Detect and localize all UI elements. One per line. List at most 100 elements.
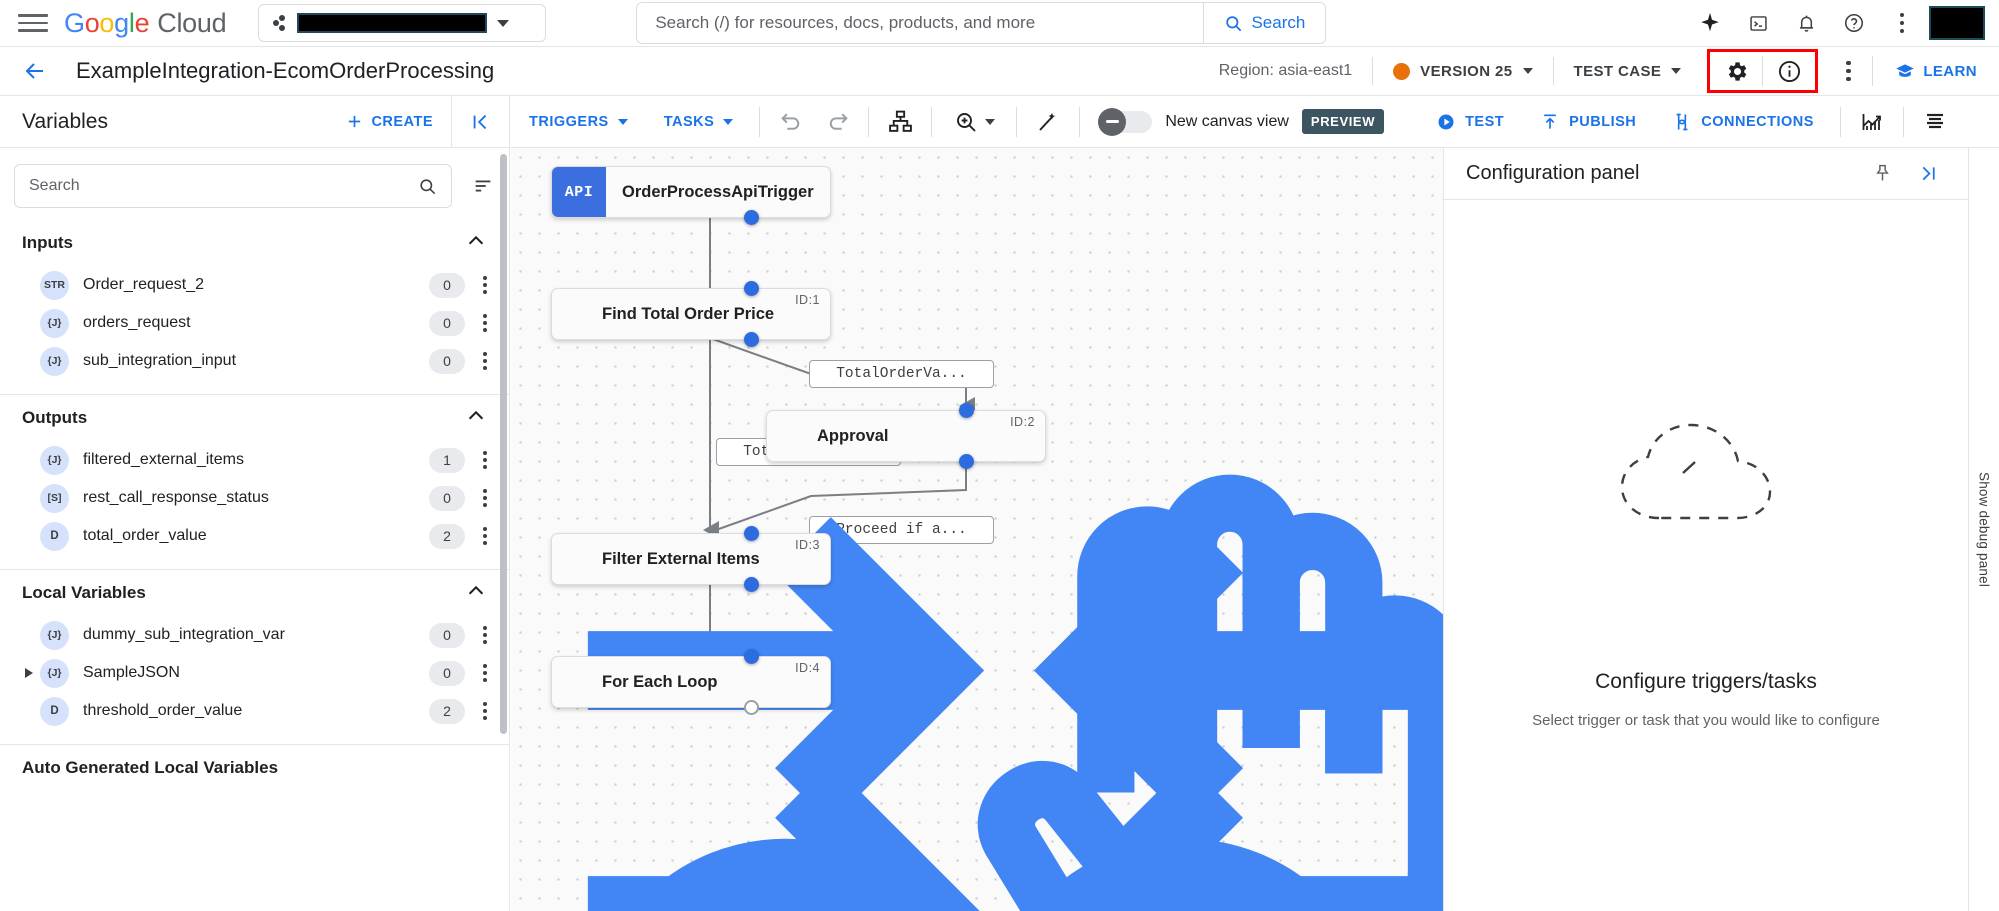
test-button[interactable]: TEST xyxy=(1418,96,1522,147)
top-navigation-bar: Google Cloud Search xyxy=(0,0,1999,47)
search-icon xyxy=(420,178,436,194)
gemini-sparkle-icon[interactable] xyxy=(1689,2,1731,44)
publish-button[interactable]: PUBLISH xyxy=(1522,96,1654,147)
chevron-down-icon xyxy=(984,118,995,125)
chevron-up-icon[interactable] xyxy=(465,230,487,257)
notifications-bell-icon[interactable] xyxy=(1785,2,1827,44)
node-label: OrderProcessApiTrigger xyxy=(622,182,814,201)
row-more-vert-icon[interactable] xyxy=(477,660,493,686)
triggers-dropdown[interactable]: TRIGGERS xyxy=(511,96,646,147)
row-more-vert-icon[interactable] xyxy=(477,523,493,549)
chevron-up-icon[interactable] xyxy=(465,580,487,607)
canvas-node-for-each-loop[interactable]: For Each Loop ID:4 xyxy=(551,649,1339,911)
node-output-port[interactable] xyxy=(744,210,759,225)
connections-button[interactable]: CONNECTIONS xyxy=(1654,96,1832,147)
section-header[interactable]: Auto Generated Local Variables xyxy=(0,745,509,791)
create-variable-button[interactable]: CREATE xyxy=(346,113,433,130)
row-more-vert-icon[interactable] xyxy=(477,348,493,374)
variable-type-badge: [S] xyxy=(40,483,69,513)
node-input-port[interactable] xyxy=(744,526,759,541)
variable-row[interactable]: {J} dummy_sub_integration_var 0 xyxy=(0,616,509,654)
divider xyxy=(1552,57,1554,85)
new-canvas-view-toggle[interactable] xyxy=(1098,107,1153,136)
canvas-node-filter-external-items[interactable]: Filter External Items ID:3 xyxy=(551,526,1443,911)
row-more-vert-icon[interactable] xyxy=(477,698,493,724)
node-input-port[interactable] xyxy=(744,649,759,664)
page-more-vert-icon[interactable] xyxy=(1824,51,1872,91)
integration-canvas[interactable]: TotalOrderVa... TotalOrderVa... Proceed … xyxy=(511,148,1443,911)
sort-icon[interactable] xyxy=(466,175,500,197)
variable-count: 2 xyxy=(429,523,465,549)
section-title: Inputs xyxy=(22,233,73,252)
variable-name: total_order_value xyxy=(83,527,207,544)
node-output-port[interactable] xyxy=(744,700,759,715)
pin-icon[interactable] xyxy=(1864,154,1900,194)
variable-row[interactable]: STR Order_request_2 0 xyxy=(0,266,509,304)
auto-layout-icon[interactable] xyxy=(877,102,923,142)
show-debug-panel-rail[interactable]: Show debug panel xyxy=(1968,148,1999,911)
learn-button[interactable]: LEARN xyxy=(1873,61,1999,81)
info-circle-icon[interactable] xyxy=(1763,51,1815,91)
variables-search-input[interactable] xyxy=(29,177,418,195)
show-debug-panel-label: Show debug panel xyxy=(1976,471,1992,588)
variable-row[interactable]: {J} sub_integration_input 0 xyxy=(0,342,509,380)
search-input[interactable] xyxy=(637,3,1204,43)
integration-toolbar: TRIGGERS TASKS New canvas vie xyxy=(511,96,1999,148)
project-selector[interactable] xyxy=(258,4,547,42)
variables-panel-scrollbar[interactable] xyxy=(500,154,507,734)
chevron-up-icon[interactable] xyxy=(465,405,487,432)
tasks-dropdown[interactable]: TASKS xyxy=(646,96,752,147)
search-button[interactable]: Search xyxy=(1203,3,1326,43)
analytics-chart-icon[interactable] xyxy=(1849,102,1895,142)
row-more-vert-icon[interactable] xyxy=(477,310,493,336)
row-more-vert-icon[interactable] xyxy=(477,485,493,511)
logs-list-icon[interactable] xyxy=(1912,102,1958,142)
gear-icon[interactable] xyxy=(1710,51,1762,91)
create-label: CREATE xyxy=(371,113,433,130)
zoom-dropdown[interactable] xyxy=(940,102,1008,142)
expand-triangle-icon[interactable] xyxy=(18,667,40,679)
hamburger-menu-icon[interactable] xyxy=(18,12,48,34)
row-more-vert-icon[interactable] xyxy=(477,622,493,648)
expand-right-icon[interactable] xyxy=(1910,154,1946,194)
variable-row[interactable]: D total_order_value 2 xyxy=(0,517,509,555)
undo-icon[interactable] xyxy=(768,102,814,142)
google-cloud-logo[interactable]: Google Cloud xyxy=(64,8,227,39)
more-vert-icon[interactable] xyxy=(1881,2,1923,44)
row-more-vert-icon[interactable] xyxy=(477,272,493,298)
redo-icon[interactable] xyxy=(814,102,860,142)
node-input-port[interactable] xyxy=(959,403,974,418)
node-output-port[interactable] xyxy=(959,454,974,469)
magic-wand-icon[interactable] xyxy=(1025,102,1071,142)
avatar[interactable] xyxy=(1929,6,1985,40)
cloud-shell-icon[interactable] xyxy=(1737,2,1779,44)
variable-row[interactable]: {J} SampleJSON 0 xyxy=(0,654,509,692)
variable-type-badge: {J} xyxy=(40,346,69,376)
project-name-redacted xyxy=(297,13,488,33)
help-circle-icon[interactable] xyxy=(1833,2,1875,44)
section-header[interactable]: Outputs xyxy=(0,395,509,441)
edge-label[interactable]: TotalOrderVa... xyxy=(809,360,994,388)
divider xyxy=(1872,56,1874,86)
test-case-selector[interactable]: TEST CASE xyxy=(1554,63,1702,80)
edge-label[interactable]: Proceed if a... xyxy=(809,516,994,544)
variable-row[interactable]: [S] rest_call_response_status 0 xyxy=(0,479,509,517)
node-input-port[interactable] xyxy=(744,281,759,296)
variable-row[interactable]: D threshold_order_value 2 xyxy=(0,692,509,730)
variable-row[interactable]: {J} filtered_external_items 1 xyxy=(0,441,509,479)
highlight-box xyxy=(1707,49,1819,93)
canvas-node-find-total-order-price[interactable]: Find Total Order Price ID:1 xyxy=(551,281,1443,824)
node-id: ID:4 xyxy=(795,661,820,675)
divider xyxy=(1016,106,1018,137)
section-header[interactable]: Inputs xyxy=(0,220,509,266)
canvas-node-api-trigger[interactable]: API OrderProcessApiTrigger xyxy=(551,166,831,225)
node-output-port[interactable] xyxy=(744,577,759,592)
row-more-vert-icon[interactable] xyxy=(477,447,493,473)
version-selector[interactable]: VERSION 25 xyxy=(1373,62,1552,80)
node-output-port[interactable] xyxy=(744,332,759,347)
collapse-left-icon[interactable] xyxy=(451,96,509,147)
variable-row[interactable]: {J} orders_request 0 xyxy=(0,304,509,342)
arrow-back-icon[interactable] xyxy=(18,54,52,88)
section-header[interactable]: Local Variables xyxy=(0,570,509,616)
canvas-node-approval[interactable]: Approval ID:2 xyxy=(766,403,1443,911)
